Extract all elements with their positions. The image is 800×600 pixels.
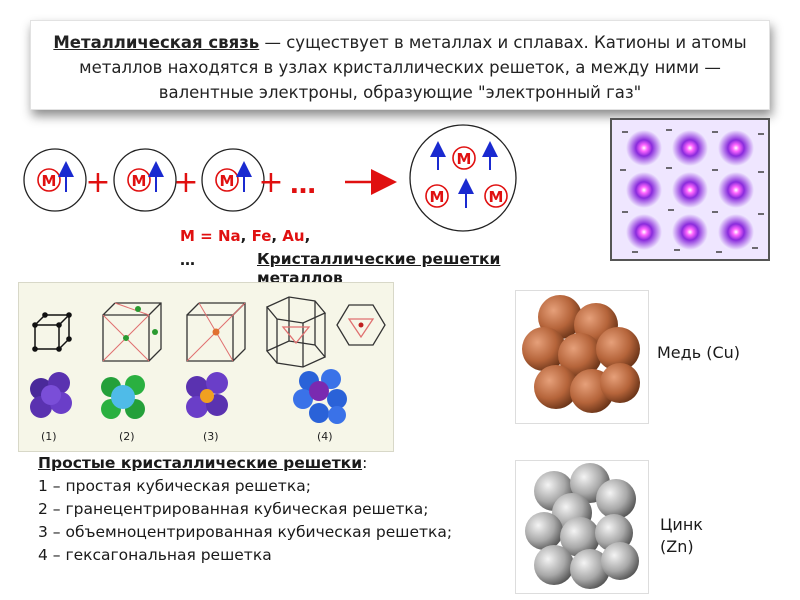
plus-1: +: [85, 165, 110, 200]
plus-2: +: [173, 165, 198, 200]
gas-symbol-3: М: [489, 188, 504, 206]
atom-1-symbol: М: [42, 172, 57, 190]
atom-1: М: [23, 148, 87, 212]
cation-0-1: [672, 130, 708, 166]
gas-symbol-1: М: [457, 150, 472, 168]
lattices-subheading: Кристаллические решетки металлов: [257, 250, 501, 284]
atom-3: М: [201, 148, 265, 212]
electron-gas-image: [610, 118, 770, 261]
atom-2: М: [113, 148, 177, 212]
simple-lattice-item-4: 4 – гексагональная решетка: [38, 546, 272, 564]
cation-1-2: [718, 172, 754, 208]
lattice-label-4: (4): [317, 430, 333, 443]
definition-term: Металлическая связь: [53, 33, 260, 52]
lattice-label-1: (1): [41, 430, 57, 443]
zinc-model: [515, 460, 649, 594]
simple-lattices-list: Простые кристаллические решетки: 1 – про…: [38, 452, 508, 567]
simple-cubic-frame: [34, 314, 70, 350]
definition-box: [30, 20, 770, 110]
cation-2-0: [626, 214, 662, 250]
gas-symbol-2: М: [430, 188, 445, 206]
cation-1-1: [672, 172, 708, 208]
definition-text: Металлическая связь — существует в метал…: [40, 30, 760, 105]
simple-lattices-colon: :: [362, 454, 368, 472]
scheme-ellipsis: …: [290, 170, 316, 200]
sphere-model-4: [293, 369, 347, 424]
cation-0-2: [718, 130, 754, 166]
atom-3-symbol: М: [220, 172, 235, 190]
bonding-scheme: М + М + М + … М М М: [23, 124, 517, 232]
simple-lattice-item-1: 1 – простая кубическая решетка;: [38, 477, 311, 495]
electron-gas: М М М: [409, 124, 517, 232]
metal-fe: Fe: [251, 227, 272, 245]
metals-sep-1: ,: [240, 227, 252, 245]
cation-1-0: [626, 172, 662, 208]
hex-top-view: [336, 304, 386, 346]
simple-lattice-item-2: 2 – гранецентрированная кубическая решет…: [38, 500, 429, 518]
lattice-label-3: (3): [203, 430, 219, 443]
metals-list: М = Na, Fe, Au, …: [180, 224, 310, 272]
cation-0-0: [626, 130, 662, 166]
sphere-model-2: [101, 375, 145, 419]
metals-more: …: [180, 251, 195, 269]
metals-sep-2: ,: [271, 227, 283, 245]
simple-lattice-item-3: 3 – объемноцентрированная кубическая реш…: [38, 523, 453, 541]
lattice-types-panel: (1) (2) (3) (4): [18, 282, 394, 452]
hcp-frame: [265, 296, 327, 368]
plus-3: +: [258, 165, 283, 200]
metals-suffix: ,: [304, 227, 311, 245]
cation-2-1: [672, 214, 708, 250]
sphere-model-1: [30, 372, 72, 418]
copper-model: [515, 290, 649, 424]
lattice-label-2: (2): [119, 430, 135, 443]
sphere-model-3: [186, 372, 228, 418]
definition-sentence: — существует в металлах и сплавах. Катио…: [79, 33, 747, 102]
cation-2-2: [718, 214, 754, 250]
metals-prefix: М =: [180, 227, 218, 245]
simple-lattices-title: Простые кристаллические решетки: [38, 454, 363, 472]
atom-2-symbol: М: [132, 172, 147, 190]
copper-label: Медь (Cu): [657, 343, 741, 362]
metal-na: Na: [217, 227, 241, 245]
zinc-label: Цинк (Zn): [660, 515, 703, 556]
metal-au: Au: [282, 227, 305, 245]
